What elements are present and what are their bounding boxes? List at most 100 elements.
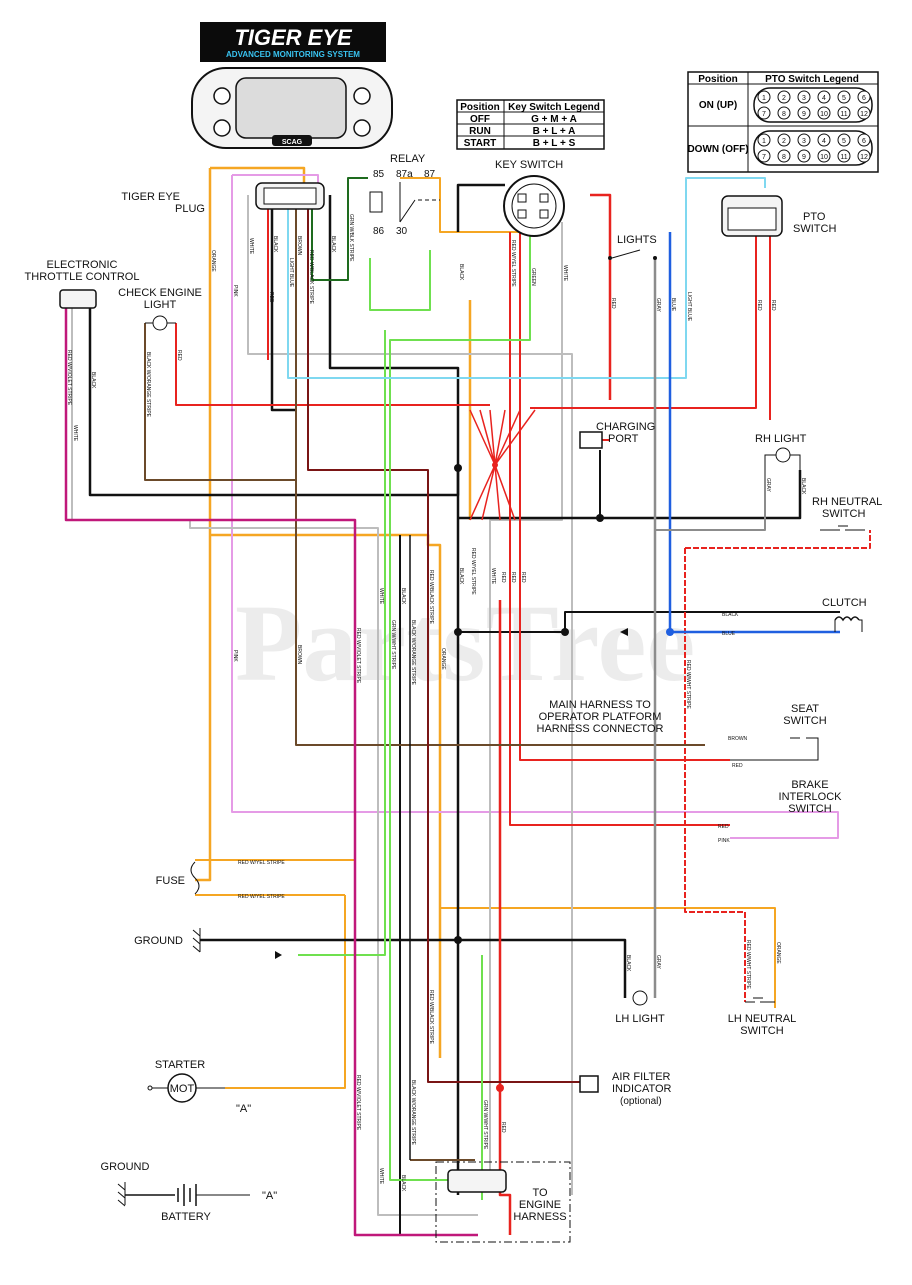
cel-label-2: LIGHT (144, 299, 177, 311)
wire-label: BLACK (458, 264, 464, 281)
lh-neutral-label: LH NEUTRAL (728, 1013, 796, 1025)
pto-table-header-legend: PTO Switch Legend (765, 74, 859, 85)
key-switch-label: KEY SWITCH (495, 159, 563, 171)
seat-switch: SEAT SWITCH (730, 703, 827, 761)
wire-label: BLACK W/ORANGE STRIPE (145, 352, 151, 418)
wire-label: PINK (718, 838, 730, 844)
pto-pin (777, 149, 791, 163)
battery: GROUND BATTERY "A" (101, 1161, 278, 1223)
wire-label: RED (268, 292, 274, 303)
air-filter-label-2: INDICATOR (612, 1083, 672, 1095)
relay-pin-86: 86 (373, 226, 385, 237)
clutch: CLUTCH (620, 597, 867, 636)
pto-pin (857, 90, 871, 104)
key-table-cell: B + L + A (533, 126, 576, 137)
wire-label: BROWN (296, 645, 302, 665)
wire-label: RED (770, 300, 776, 311)
pto-pin (857, 149, 871, 163)
pto-pin (757, 90, 771, 104)
fuse: FUSE (156, 861, 200, 895)
wire-label: GRAY (655, 298, 661, 312)
tiger-eye-plug: TIGER EYE PLUG (121, 182, 325, 215)
wire-label: RED W/WHT STRIPE (745, 940, 751, 989)
brake-label-2: INTERLOCK (779, 791, 843, 803)
pto-pin-number: 1 (762, 95, 766, 102)
wire-label: BLACK (722, 612, 739, 618)
pto-pin (817, 106, 831, 120)
wire-label: ORANGE (210, 250, 216, 272)
mh-label-2: OPERATOR PLATFORM (539, 711, 662, 723)
wire-label: BROWN (296, 236, 302, 256)
wire-label: RED (500, 1122, 506, 1133)
pto-pin-number: 6 (862, 138, 866, 145)
pto-pin-number: 9 (802, 111, 806, 118)
wire-label: RED (718, 824, 729, 830)
pto-label-2: SWITCH (793, 223, 836, 235)
pto-pin (817, 90, 831, 104)
lh-neutral-switch: LH NEUTRAL SWITCH (728, 997, 796, 1037)
rh-neutral-switch: RH NEUTRAL SWITCH (812, 496, 882, 531)
wire-label: RED W/YEL STRIPE (510, 240, 516, 287)
wire-label: RED (732, 763, 743, 769)
pto-pin (797, 149, 811, 163)
main-harness-connector: MAIN HARNESS TO OPERATOR PLATFORM HARNES… (537, 699, 664, 735)
wire-label: GRN W/WHT STRIPE (390, 620, 396, 670)
starter: STARTER MOT "A" (147, 1059, 251, 1115)
wire-label: RED (176, 350, 182, 361)
watermark: PartsTree (235, 582, 695, 704)
wire-label: WHITE (490, 568, 496, 585)
wire-label: RED (610, 298, 616, 309)
logo-title: TIGER EYE (234, 25, 353, 50)
pto-pin (797, 90, 811, 104)
pto-pin (817, 149, 831, 163)
relay: RELAY 85 87a 87 86 30 (369, 153, 440, 237)
wire-label: PINK (232, 650, 238, 662)
lh-neutral-label-2: SWITCH (740, 1025, 783, 1037)
key-table-cell: G + M + A (531, 114, 577, 125)
pto-pin-number: 11 (840, 111, 847, 118)
wire-label: LIGHT BLUE (288, 258, 294, 288)
rh-light-label: RH LIGHT (755, 433, 807, 445)
key-table-cell: OFF (470, 114, 490, 125)
clutch-label: CLUTCH (822, 597, 867, 609)
pto-pin-number: 7 (762, 154, 766, 161)
pto-pin-number: 4 (822, 95, 826, 102)
brake-label: BRAKE (791, 779, 828, 791)
wire-label: RED (500, 572, 506, 583)
motor-label: MOT (170, 1083, 195, 1095)
wire-label: LIGHT BLUE (686, 292, 692, 322)
rh-neutral-label-2: SWITCH (822, 508, 865, 520)
wire-label: RED W/VIOLET STRIPE (66, 350, 72, 406)
pto-pin-number: 1 (762, 138, 766, 145)
key-table-header-position: Position (460, 102, 499, 113)
wire-label: BROWN (728, 736, 748, 742)
key-switch: KEY SWITCH (495, 159, 565, 237)
wire-label: RED W/BLACK STRIPE (428, 990, 434, 1045)
ground-1: GROUND (134, 928, 282, 959)
wire-label: WHITE (248, 238, 254, 255)
pto-switch-legend-table: Position PTO Switch Legend ON (UP) DOWN … (687, 71, 879, 173)
lh-light-label: LH LIGHT (615, 1013, 665, 1025)
pto-pin (817, 133, 831, 147)
key-table-cell: RUN (469, 126, 491, 137)
wire-label: ORANGE (775, 942, 781, 964)
wire-label: RED W/BLACK STRIPE (308, 250, 314, 305)
lights-switch: LIGHTS (608, 234, 657, 260)
pto-pin (857, 106, 871, 120)
wire-label: WHITE (378, 1168, 384, 1185)
wire-label: WHITE (562, 265, 568, 282)
wire-label: BLACK (400, 1175, 406, 1192)
pto-pin-number: 12 (860, 111, 868, 118)
engine-harness: TO ENGINE HARNESS (435, 1161, 571, 1243)
relay-pin-85: 85 (373, 169, 385, 180)
air-filter-indicator: AIR FILTER INDICATOR (optional) (579, 1071, 672, 1107)
lights-label: LIGHTS (617, 234, 657, 246)
pto-pin-number: 9 (802, 154, 806, 161)
brake-interlock-switch: BRAKE INTERLOCK SWITCH (779, 779, 843, 815)
wire-label: GRAY (655, 955, 661, 969)
wire-label: RED W/YEL STRIPE (238, 894, 285, 900)
battery-label: BATTERY (161, 1211, 211, 1223)
display-badge: SCAG (282, 139, 303, 146)
rh-light: RH LIGHT (755, 433, 807, 470)
